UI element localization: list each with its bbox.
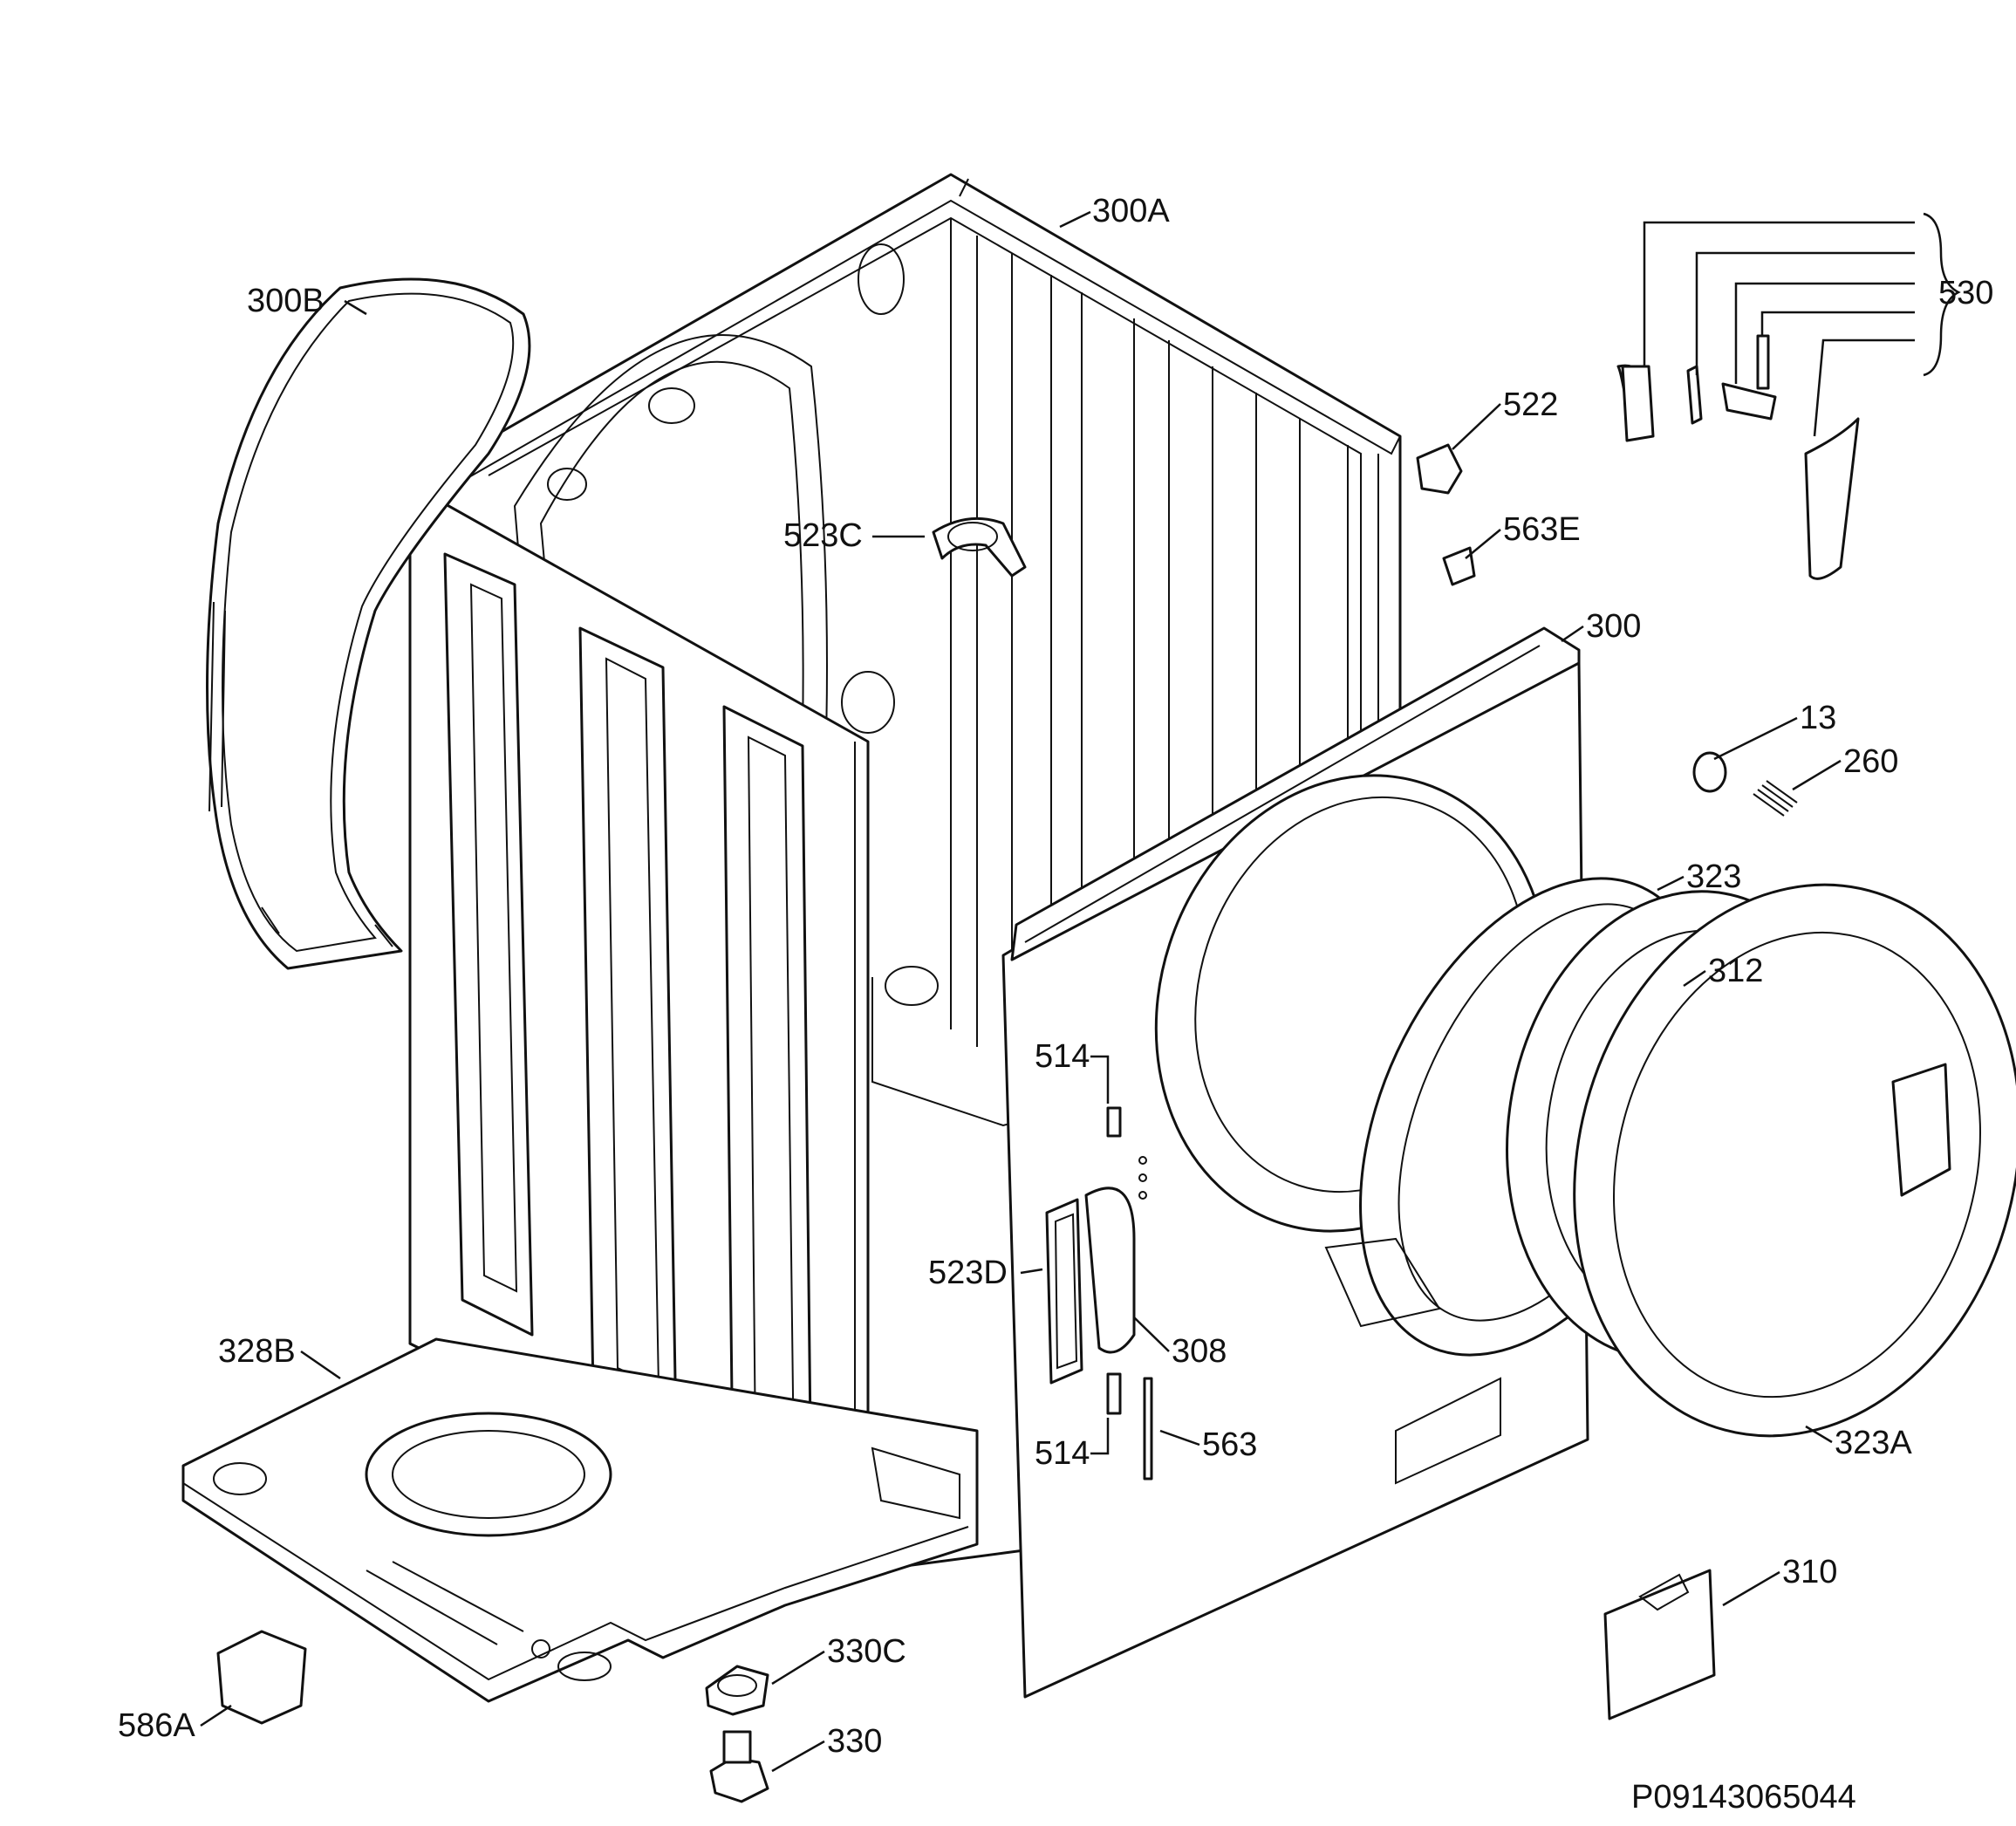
- label-330C: 330C: [827, 1633, 906, 1670]
- hinge-308: [1084, 1187, 1136, 1354]
- hinge-522: [1416, 443, 1463, 495]
- leader-lines: [200, 210, 1961, 1773]
- callout-labels: 300A 300B 530 522 523C 563E 300 13 260 3…: [118, 193, 1993, 1816]
- label-260: 260: [1843, 743, 1898, 780]
- label-300B: 300B: [247, 283, 325, 319]
- label-563E: 563E: [1503, 511, 1581, 548]
- label-312: 312: [1708, 953, 1763, 989]
- label-13: 13: [1800, 700, 1836, 736]
- document-id: P09143065044: [1631, 1779, 1856, 1816]
- label-308: 308: [1172, 1333, 1227, 1370]
- spring-260: [1753, 780, 1798, 817]
- filter-door-310: [1603, 1569, 1716, 1720]
- rod-563: [1143, 1377, 1153, 1481]
- label-300A: 300A: [1092, 193, 1170, 229]
- block-586A: [216, 1630, 307, 1725]
- handle-assembly-530: [1616, 334, 1860, 580]
- label-530: 530: [1938, 275, 1993, 311]
- label-323: 323: [1686, 858, 1741, 895]
- label-323A: 323A: [1835, 1425, 1912, 1461]
- label-514-top: 514: [1035, 1038, 1090, 1075]
- label-310: 310: [1782, 1554, 1837, 1590]
- label-522: 522: [1503, 386, 1558, 423]
- label-514-bottom: 514: [1035, 1435, 1090, 1472]
- label-330: 330: [827, 1723, 882, 1760]
- base-328B: [181, 1337, 979, 1703]
- door-ring-323A: [1573, 883, 2016, 1438]
- label-563: 563: [1202, 1426, 1257, 1463]
- pin-514-bottom: [1106, 1372, 1122, 1415]
- label-586A: 586A: [118, 1707, 195, 1744]
- nut-330C: [705, 1665, 769, 1716]
- side-panel: [408, 482, 870, 1572]
- cap-13: [1692, 751, 1727, 793]
- label-523D: 523D: [928, 1255, 1008, 1291]
- label-328B: 328B: [218, 1333, 296, 1370]
- hose-clamp-523C: [932, 516, 1027, 578]
- label-300: 300: [1586, 608, 1641, 645]
- bracket-563E: [1442, 546, 1476, 586]
- foot-330: [709, 1730, 769, 1803]
- hinge-plate-523D: [1045, 1198, 1083, 1385]
- rear-ring-300B: [206, 277, 531, 970]
- pin-514-top: [1106, 1106, 1122, 1138]
- label-523C: 523C: [783, 517, 863, 554]
